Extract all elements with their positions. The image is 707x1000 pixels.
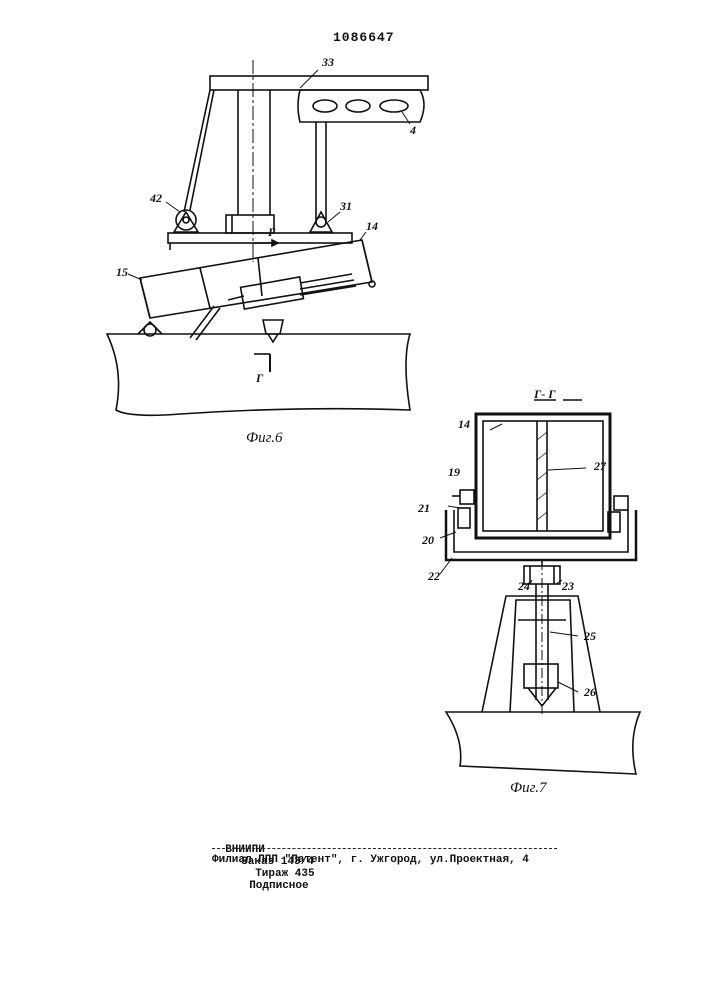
label-31: 31 <box>339 199 352 213</box>
label-33: 33 <box>321 55 334 69</box>
section-box <box>476 414 610 538</box>
pedestal <box>482 596 600 712</box>
section-mark-upper: Г <box>267 225 276 239</box>
label-23: 23 <box>561 579 574 593</box>
label-27: 27 <box>593 459 607 473</box>
footer-subscription: Подписное <box>249 880 308 892</box>
caption-fig7: Фиг.7 <box>510 780 548 796</box>
footer-circulation: Тираж 435 <box>255 868 314 880</box>
caption-fig6: Фиг.6 <box>246 430 283 446</box>
label-19: 19 <box>448 465 460 479</box>
footer-branch: Филиал ППП "Патент", г. Ужгород, ул.Прое… <box>212 854 529 866</box>
label-4: 4 <box>409 123 416 137</box>
section-mark-lower: Г <box>255 371 264 385</box>
section-title: Г- Г <box>533 387 556 401</box>
label-14b: 14 <box>458 417 470 431</box>
label-15: 15 <box>116 265 128 279</box>
label-25: 25 <box>583 629 596 643</box>
top-beam <box>210 76 428 90</box>
ground-block-2 <box>446 712 640 774</box>
label-26: 26 <box>583 685 596 699</box>
platform-plate <box>168 233 352 243</box>
label-24: 24 <box>517 579 530 593</box>
label-22: 22 <box>427 569 440 583</box>
label-20: 20 <box>421 533 434 547</box>
footer-divider <box>212 848 557 849</box>
label-21: 21 <box>417 501 430 515</box>
label-42: 42 <box>149 191 162 205</box>
label-14: 14 <box>366 219 378 233</box>
figure-7 <box>446 400 640 774</box>
